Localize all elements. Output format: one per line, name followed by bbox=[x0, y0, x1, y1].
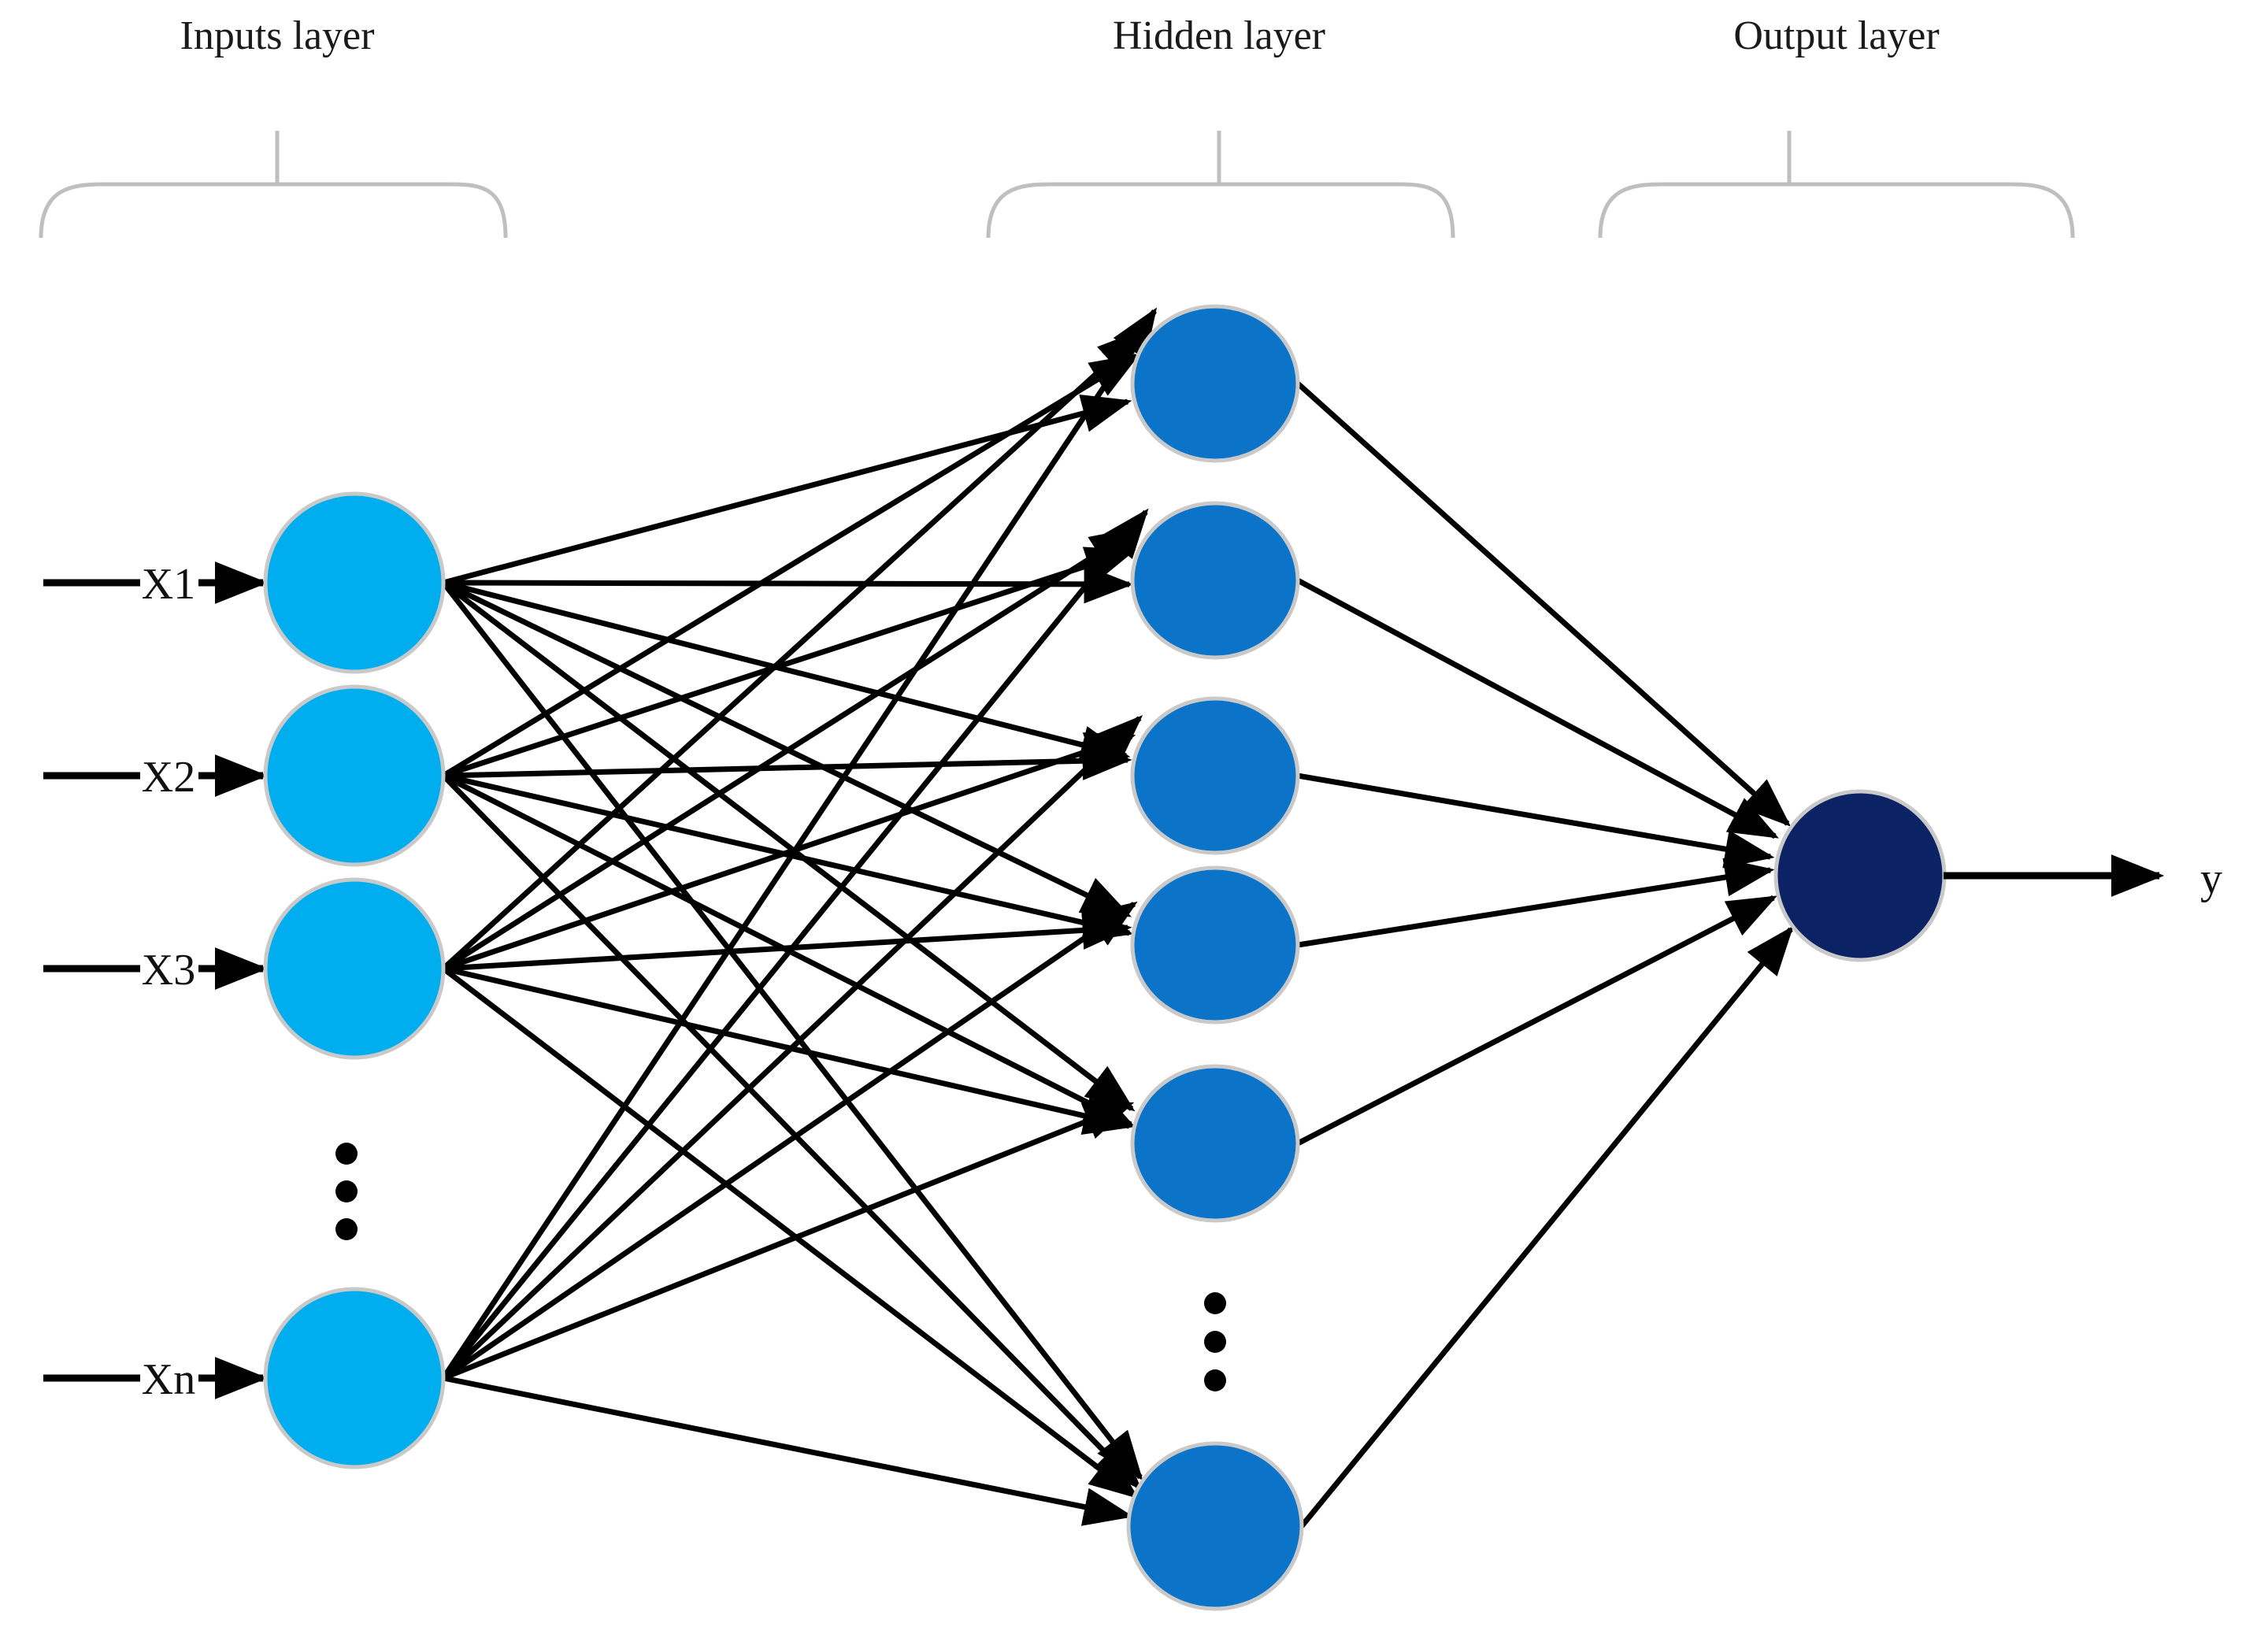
input-node-xn[interactable] bbox=[263, 1287, 446, 1469]
hidden-node-6[interactable] bbox=[1126, 1441, 1304, 1611]
hidden-node-3[interactable] bbox=[1130, 696, 1300, 855]
output-label-y: y bbox=[2200, 854, 2222, 903]
edge-inn-h6 bbox=[443, 1375, 1134, 1526]
input-node-x3[interactable] bbox=[263, 877, 446, 1060]
brace-output-curve bbox=[1598, 182, 2075, 239]
input-label-x2: X2 bbox=[142, 753, 195, 802]
hidden-node-2[interactable] bbox=[1130, 501, 1300, 660]
edge-in3-h2 bbox=[442, 527, 1140, 971]
hidden-node-1[interactable] bbox=[1130, 304, 1300, 463]
edge-in3-h1 bbox=[441, 328, 1147, 971]
edge-inn-h3 bbox=[441, 715, 1143, 1380]
brace-hidden bbox=[986, 131, 1455, 239]
input-arrow-x3: X3 bbox=[43, 946, 269, 995]
edge-in2-h2 bbox=[442, 547, 1136, 779]
layer-titles-group: Inputs layer Hidden layer Output layer bbox=[180, 13, 1940, 58]
edge-inn-h2 bbox=[441, 508, 1149, 1380]
edge-h2-out bbox=[1296, 577, 1779, 839]
edge-in2-h6 bbox=[441, 773, 1142, 1491]
hidden-ellipsis-dot-2 bbox=[1204, 1331, 1226, 1353]
edge-in3-h6 bbox=[441, 966, 1140, 1499]
hidden-layer-nodes bbox=[1126, 304, 1304, 1611]
input-arrows-group: X1 X2 X3 Xn bbox=[43, 560, 269, 1404]
output-node-y[interactable] bbox=[1773, 789, 1947, 962]
edge-h3-out bbox=[1297, 773, 1775, 869]
edge-in1-h2 bbox=[443, 565, 1134, 604]
edge-in3-h4 bbox=[443, 910, 1132, 972]
input-ellipsis-dot-1 bbox=[335, 1143, 358, 1165]
edge-inn-h4 bbox=[442, 901, 1138, 1380]
edge-in3-h3 bbox=[442, 732, 1136, 972]
brace-input bbox=[39, 131, 508, 239]
output-arrow-group: y bbox=[1944, 854, 2222, 903]
hidden-node-4[interactable] bbox=[1130, 865, 1300, 1024]
input-arrow-xn: Xn bbox=[43, 1355, 269, 1404]
brace-hidden-curve bbox=[986, 182, 1455, 239]
edge-h5-out bbox=[1296, 895, 1777, 1147]
input-ellipsis-dot-3 bbox=[335, 1218, 358, 1240]
edge-in2-h1 bbox=[442, 354, 1140, 778]
hidden-layer-ellipsis bbox=[1204, 1292, 1226, 1391]
input-arrow-x1: X1 bbox=[43, 560, 269, 609]
input-arrow-x2: X2 bbox=[43, 753, 269, 802]
input-ellipsis-dot-2 bbox=[335, 1180, 358, 1202]
edge-h1-out bbox=[1295, 381, 1792, 827]
output-layer-title: Output layer bbox=[1733, 13, 1939, 58]
edges-hidden-to-output bbox=[1295, 381, 1794, 1528]
edge-h6-out bbox=[1299, 925, 1794, 1528]
input-label-x3: X3 bbox=[142, 946, 195, 995]
input-node-x1[interactable] bbox=[263, 491, 446, 674]
brace-input-curve bbox=[39, 182, 508, 239]
edge-in1-h1 bbox=[443, 395, 1132, 586]
input-layer-title: Inputs layer bbox=[180, 13, 375, 58]
edge-in1-h3 bbox=[443, 580, 1131, 764]
input-node-x2[interactable] bbox=[263, 684, 446, 867]
input-label-x1: X1 bbox=[142, 560, 195, 609]
edge-h4-out bbox=[1297, 858, 1775, 948]
edge-in3-h5 bbox=[443, 965, 1134, 1136]
hidden-node-5[interactable] bbox=[1130, 1064, 1300, 1223]
input-layer-nodes bbox=[263, 491, 446, 1469]
edge-in1-h5 bbox=[441, 580, 1136, 1112]
brace-output bbox=[1598, 131, 2075, 239]
edges-input-to-hidden bbox=[441, 307, 1158, 1526]
edge-in2-h3 bbox=[443, 741, 1132, 780]
edge-inn-h5 bbox=[442, 1101, 1135, 1381]
output-layer-node bbox=[1773, 789, 1947, 962]
edge-inn-h1 bbox=[441, 307, 1158, 1380]
hidden-layer-title: Hidden layer bbox=[1113, 13, 1325, 58]
input-layer-ellipsis bbox=[335, 1143, 358, 1240]
hidden-ellipsis-dot-3 bbox=[1204, 1369, 1226, 1391]
input-label-xn: Xn bbox=[142, 1355, 195, 1404]
hidden-ellipsis-dot-1 bbox=[1204, 1292, 1226, 1314]
edge-in1-h6 bbox=[441, 580, 1143, 1481]
braces-group bbox=[39, 131, 2075, 239]
